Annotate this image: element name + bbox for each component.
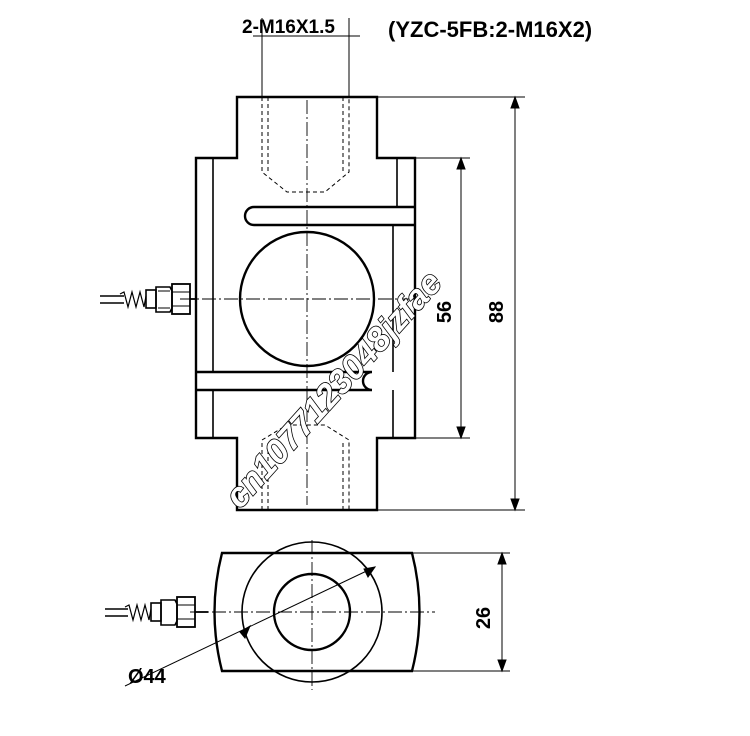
bottom-center-lines [190, 540, 435, 690]
cable-connector-bottom [105, 596, 208, 628]
cable-connector-front [100, 283, 196, 315]
dimension-diameter [124, 566, 377, 687]
upper-slot [243, 205, 415, 227]
thread-spec-label: 2-M16X1.5 [242, 17, 335, 38]
dimension-height [377, 95, 525, 512]
width-dimension-label: 26 [473, 607, 495, 629]
lower-slot [196, 370, 373, 392]
height-dimension-label: 88 [486, 301, 508, 323]
model-variant-label: (YZC-5FB:2-M16X2) [388, 17, 592, 42]
dimension-inner [415, 156, 470, 440]
diameter-dimension-label: Ø44 [128, 666, 167, 688]
hidden-threads [261, 97, 350, 510]
inner-dimension-label: 56 [434, 301, 456, 323]
thread-callout: 2-M16X1.5 (YZC-5FB:2-M16X2) [242, 17, 592, 98]
dimension-width [400, 551, 510, 673]
center-lines [180, 100, 430, 505]
